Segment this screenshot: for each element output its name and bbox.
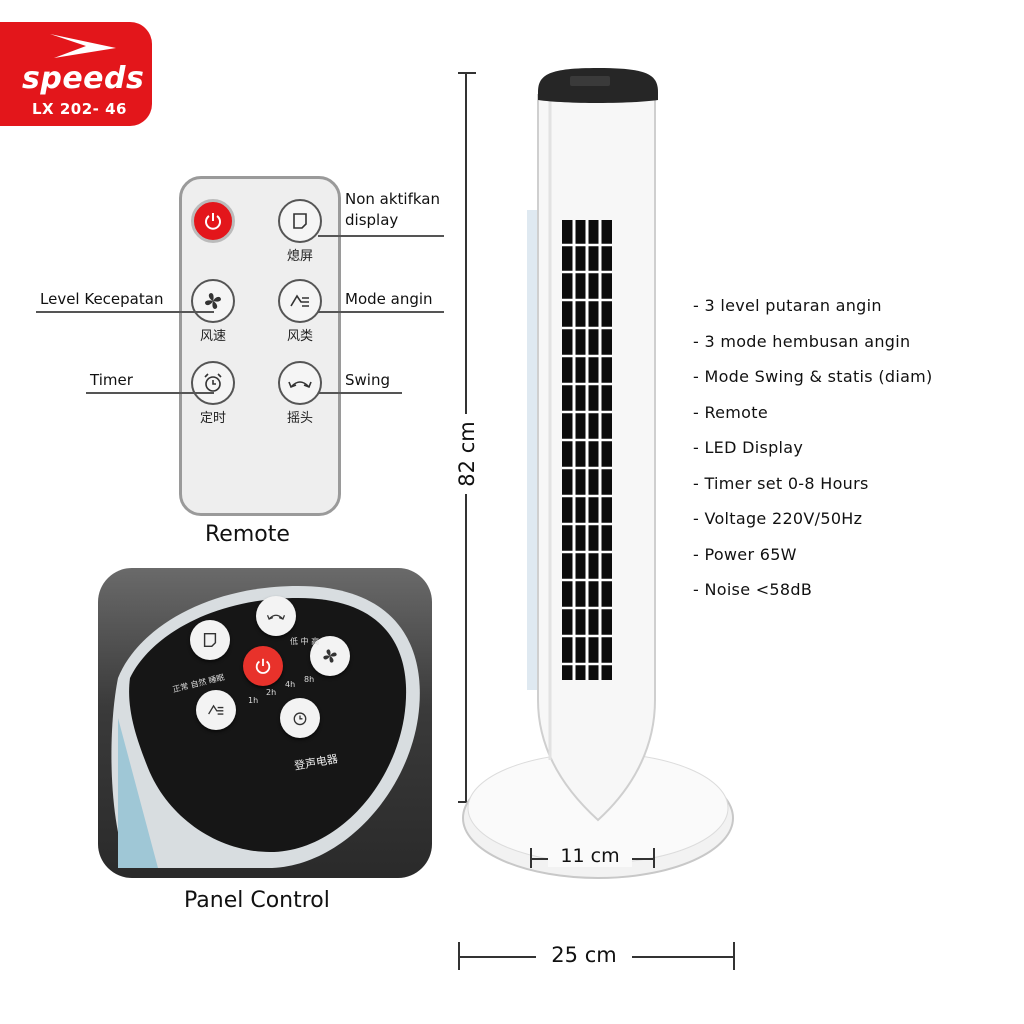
spec-item: - Remote xyxy=(693,402,768,422)
brand-badge: speeds LX 202- 46 xyxy=(0,22,152,126)
speed-button[interactable] xyxy=(191,279,235,323)
alarm-clock-icon xyxy=(204,373,222,392)
base-width-right-tick xyxy=(733,942,735,970)
alarm-clock-icon xyxy=(293,712,307,726)
panel-timer-4h: 4h xyxy=(285,680,296,689)
callout-mode: Mode angin xyxy=(345,290,433,308)
model-number: LX 202- 46 xyxy=(32,100,127,118)
wind-mode-button[interactable] xyxy=(278,279,322,323)
callout-display-line2: display xyxy=(345,211,399,229)
remote-caption: Remote xyxy=(205,522,290,547)
spec-item: - LED Display xyxy=(693,438,804,457)
callout-timer: Timer xyxy=(90,371,133,389)
panel-timer-2h: 2h xyxy=(266,688,277,697)
power-icon xyxy=(205,213,221,230)
swoosh-logo-icon xyxy=(50,34,116,58)
speed-label: 风速 xyxy=(199,329,226,344)
height-top-tick xyxy=(458,72,476,74)
brand-logo-text: speeds xyxy=(22,61,145,96)
swing-label: 摇头 xyxy=(286,411,313,426)
callout-swing: Swing xyxy=(345,371,390,389)
spec-item: - 3 mode hembusan angin xyxy=(693,331,911,351)
base-width-label: 25 cm xyxy=(536,943,632,967)
panel-caption: Panel Control xyxy=(184,888,330,913)
timer-button[interactable] xyxy=(191,361,235,405)
panel-timer-8h: 8h xyxy=(304,675,315,684)
display-off-button[interactable] xyxy=(278,199,322,243)
display-off-icon xyxy=(293,213,307,229)
callout-speed-line xyxy=(36,311,214,313)
panel-speed-levels: 低 中 高 xyxy=(290,637,320,646)
power-button[interactable] xyxy=(191,199,235,243)
panel-power-button[interactable] xyxy=(243,646,283,686)
tower-fan-image xyxy=(462,68,734,879)
spec-item: - Noise <58dB xyxy=(693,580,813,599)
swing-button[interactable] xyxy=(278,361,322,405)
panel-timer-button[interactable] xyxy=(280,698,320,738)
spec-list: - 3 level putaran angin - 3 mode hembusa… xyxy=(693,296,933,616)
fan-icon xyxy=(323,649,337,663)
panel-display-button[interactable] xyxy=(190,620,230,660)
callout-display-line xyxy=(318,235,444,237)
panel-timer-1h: 1h xyxy=(248,696,259,705)
panel-speed-button[interactable] xyxy=(310,636,350,676)
panel-control-photo: 低 中 高 正常 自然 睡眠 1h 2h 4h 8h 登声电器 xyxy=(98,568,432,878)
base-width-left-tick xyxy=(458,942,460,970)
callout-swing-line xyxy=(318,392,402,394)
spec-item: - Power 65W xyxy=(693,544,797,564)
spec-item: - Mode Swing & statis (diam) xyxy=(693,367,933,386)
column-width-right-tick xyxy=(653,848,655,868)
wind-mode-icon xyxy=(208,704,224,715)
swing-icon xyxy=(288,381,312,389)
wind-mode-label: 风类 xyxy=(286,329,313,344)
remote-control: 熄屏 风速 风类 定时 摇头 xyxy=(179,176,341,516)
panel-mode-button[interactable] xyxy=(196,690,236,730)
power-icon xyxy=(255,658,271,674)
fan-icon xyxy=(205,293,221,309)
spec-item: - 3 level putaran angin xyxy=(693,296,882,315)
spec-item: - Voltage 220V/50Hz xyxy=(693,509,863,528)
panel-swing-button[interactable] xyxy=(256,596,296,636)
wind-mode-icon xyxy=(290,294,309,307)
column-width-left-tick xyxy=(530,848,532,868)
callout-display-line1: Non aktifkan xyxy=(345,190,441,208)
swing-icon xyxy=(266,614,286,620)
display-off-icon xyxy=(203,632,217,648)
callout-mode-line xyxy=(318,311,444,313)
spec-item: - Timer set 0-8 Hours xyxy=(693,473,869,493)
callout-speed: Level Kecepatan xyxy=(40,290,164,308)
callout-timer-line xyxy=(86,392,214,394)
timer-label: 定时 xyxy=(199,411,226,426)
display-off-label: 熄屏 xyxy=(286,249,313,264)
column-width-label: 11 cm xyxy=(548,845,632,867)
